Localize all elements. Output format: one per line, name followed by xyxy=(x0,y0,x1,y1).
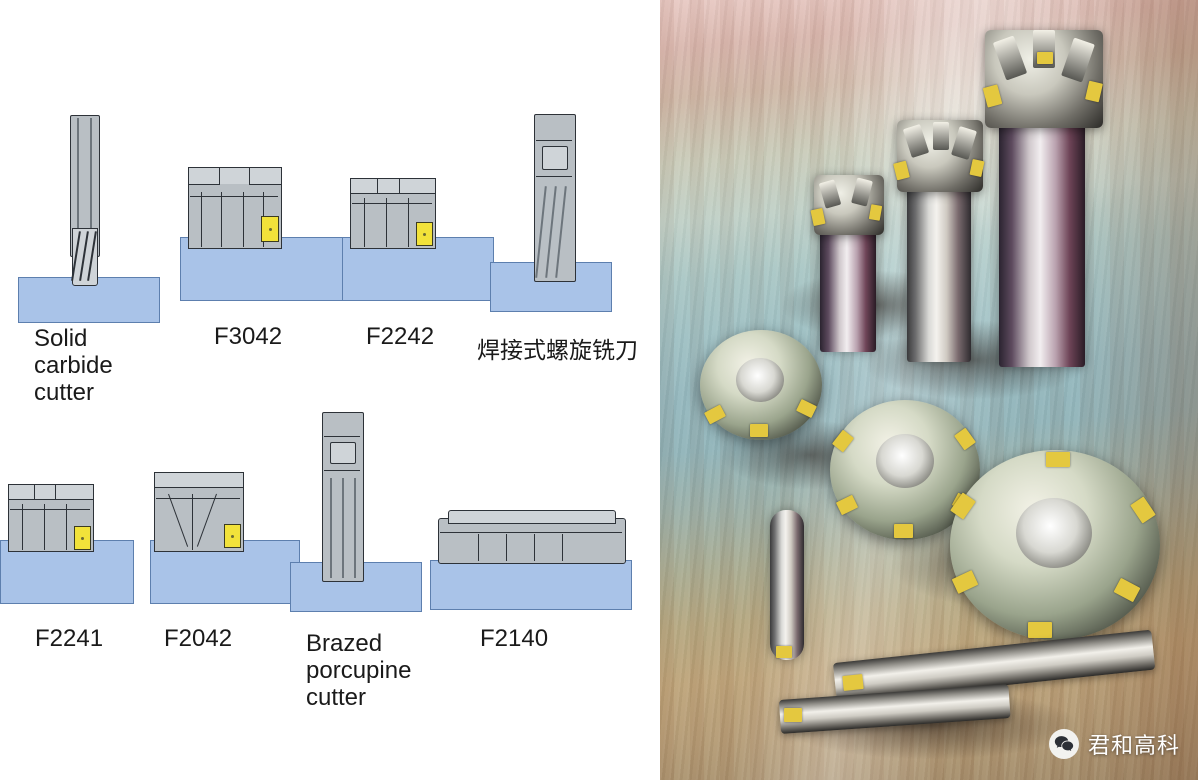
body-detail-line-3 xyxy=(243,192,245,247)
caption-solid-carbide-cutter: Solid carbide cutter xyxy=(34,325,113,406)
cutting-insert xyxy=(1037,52,1053,64)
bar-body xyxy=(770,510,804,660)
watermark: 君和高科 xyxy=(1048,728,1180,760)
body-shoulder-left xyxy=(188,167,220,185)
cutting-insert xyxy=(842,673,864,692)
shank-highlight-2 xyxy=(90,118,92,252)
cutting-insert xyxy=(776,646,792,658)
body-detail-line-1 xyxy=(22,504,24,550)
tool-solid-carbide-cutter: Solid carbide cutter xyxy=(0,0,180,406)
caption-f2241: F2241 xyxy=(35,625,104,652)
body-detail-line-1 xyxy=(478,534,480,561)
photo-panel: 君和高科 xyxy=(660,0,1198,780)
tool-f3042: F3042 xyxy=(165,0,375,350)
tool-f2140: F2140 xyxy=(420,470,650,700)
cutting-insert xyxy=(1046,452,1070,467)
tool-brazed-porcupine-cutter: Brazed porcupine cutter xyxy=(280,390,460,711)
body-detail-hline xyxy=(190,196,278,198)
body-detail-line-1 xyxy=(364,198,366,247)
body-notch xyxy=(375,178,402,194)
porcupine-line-2 xyxy=(342,478,344,578)
body-detail-line-1 xyxy=(201,192,203,247)
porcupine-line-3 xyxy=(354,478,356,578)
cutter-shank xyxy=(907,172,971,362)
cutting-insert xyxy=(416,222,433,246)
caption-f2140: F2140 xyxy=(480,625,549,652)
body-detail-hline xyxy=(10,509,90,511)
body-detail-line-3 xyxy=(408,198,410,247)
diagram-panel: Solid carbide cutter F3042 xyxy=(0,0,660,711)
caption-welded-helical-mill: 焊接式螺旋铣刀 xyxy=(477,338,638,364)
body-detail-hline-2 xyxy=(536,176,572,178)
arbor-hole xyxy=(876,434,934,488)
body-detail-hline xyxy=(440,532,622,534)
body-detail-hline-2 xyxy=(324,470,360,472)
body-detail-hline-1 xyxy=(324,436,360,438)
body-detail-line-3 xyxy=(534,534,536,561)
cutting-insert xyxy=(74,526,91,550)
body-detail-line-3 xyxy=(66,504,68,550)
tool-welded-helical-mill: 焊接式螺旋铣刀 xyxy=(470,0,660,364)
body-detail-line-2 xyxy=(221,192,223,247)
body-detail-line-4 xyxy=(562,534,564,561)
body-cap xyxy=(448,510,616,524)
wechat-icon xyxy=(1048,729,1079,759)
body-detail-line-2 xyxy=(506,534,508,561)
cutting-insert xyxy=(750,424,768,437)
cutting-insert xyxy=(1028,622,1052,638)
arbor-hole xyxy=(1016,498,1092,568)
body-detail-diag-2 xyxy=(192,494,194,550)
body-slot xyxy=(542,146,568,170)
cutter-tooth xyxy=(933,122,949,150)
body-detail-line-2 xyxy=(44,504,46,550)
body-slot xyxy=(330,442,356,464)
workpiece-block xyxy=(430,560,632,610)
body-cap xyxy=(154,472,244,488)
body-shoulder-left xyxy=(350,178,378,194)
body-notch xyxy=(217,167,251,184)
body-detail-hline xyxy=(352,203,432,205)
cutting-insert xyxy=(894,524,913,538)
tool-f2242: F2242 xyxy=(330,0,515,350)
body-shoulder-left xyxy=(8,484,35,500)
cutter-shank xyxy=(999,102,1085,367)
watermark-text: 君和高科 xyxy=(1087,734,1180,759)
cutter-body xyxy=(438,518,626,564)
caption-f2042: F2042 xyxy=(164,625,233,652)
cutting-insert xyxy=(261,216,279,242)
cutting-insert xyxy=(224,524,241,548)
tool-f2042: F2042 xyxy=(140,420,300,680)
caption-f3042: F3042 xyxy=(214,323,283,350)
body-shoulder-right xyxy=(399,178,436,194)
caption-f2242: F2242 xyxy=(366,323,435,350)
cutting-insert xyxy=(784,708,802,722)
porcupine-line-1 xyxy=(330,478,332,578)
body-detail-hline xyxy=(156,498,240,500)
body-detail-line-2 xyxy=(386,198,388,247)
shank-highlight xyxy=(77,118,79,252)
cutter-shank xyxy=(820,217,876,352)
tool-f2241: F2241 xyxy=(0,420,160,680)
arbor-hole xyxy=(736,358,784,402)
body-shoulder-right xyxy=(55,484,94,500)
caption-brazed-porcupine-cutter: Brazed porcupine cutter xyxy=(306,630,412,711)
body-shoulder-right xyxy=(249,167,282,185)
body-detail-hline-1 xyxy=(536,140,572,142)
